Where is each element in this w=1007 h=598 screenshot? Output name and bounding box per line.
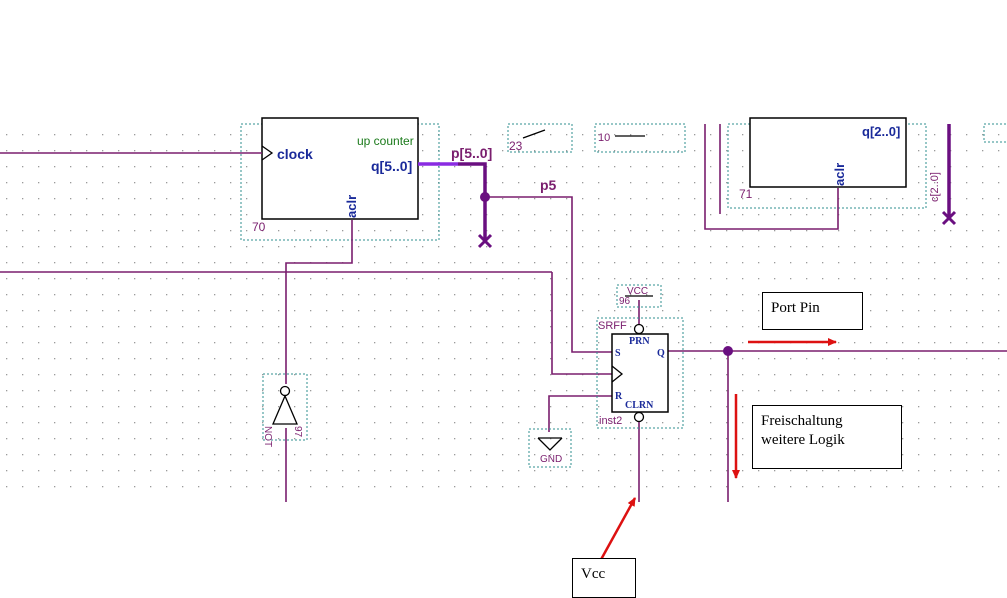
bus-junction-dot [480, 192, 490, 202]
bus-label: p[5..0] [451, 145, 492, 161]
counter-right-output: q[2..0] [862, 124, 900, 139]
fragment-mid-number: 10 [598, 132, 610, 144]
srff-clrn-label: CLRN [625, 400, 654, 411]
bus-p [458, 162, 487, 240]
clock-triangle [261, 145, 274, 161]
top-mid-fragment: 10 [594, 123, 686, 153]
srff-r-label: R [615, 391, 623, 402]
srff-clock-triangle [611, 365, 624, 383]
inverter-instance-number: 97 [292, 426, 303, 438]
counter-title: up counter [357, 134, 414, 148]
buses [418, 124, 951, 240]
inverter-block: NOT 97 [262, 373, 308, 447]
vcc-note-text: Vcc [581, 566, 606, 582]
freischaltung-line-2: weitere Logik [761, 432, 845, 448]
prn-bubble [633, 323, 645, 335]
srff-title: SRFF [598, 320, 627, 332]
counter-dotted-frame [240, 123, 440, 241]
srff-s-label: S [615, 348, 621, 359]
r-to-gnd-wire [548, 395, 612, 432]
aclr-to-inverter-wire [285, 220, 353, 384]
right-vertical-bus-label: c[2..0] [929, 172, 941, 202]
vcc-symbol: VCC 96 [616, 284, 662, 308]
counter-output-label: q[5..0] [371, 158, 412, 174]
up-counter-block: up counter clock q[5..0] aclr 70 [240, 117, 440, 241]
srff-prn-label: PRN [629, 336, 650, 347]
tap-label: p5 [540, 177, 557, 193]
vcc-note-annotation: Vcc [572, 558, 636, 598]
bus-end-marker [477, 233, 493, 249]
counter-aclr-label: aclr [344, 195, 359, 218]
srff-q-label: Q [657, 348, 665, 359]
reset-wire-to-s-r [551, 272, 612, 375]
wires [0, 124, 1007, 502]
annotation-arrows [596, 338, 837, 566]
vcc-symbol-label: VCC [627, 286, 648, 297]
srff-dotted-frame [596, 317, 684, 429]
right-counter-loop-wire [704, 124, 839, 230]
counter-right-block: q[2..0] aclr 71 c[2..0] [727, 117, 1007, 209]
q-junction-dot [723, 346, 733, 356]
vcc-note-arrow [596, 497, 637, 566]
port-pin-annotation: Port Pin [762, 292, 863, 330]
gnd-label: GND [540, 454, 562, 465]
srff-instance-name: inst2 [599, 415, 622, 427]
inverter-bubble [279, 385, 291, 397]
counter-instance-number: 70 [252, 220, 266, 234]
inverter-triangle [272, 394, 298, 425]
clrn-bubble [633, 411, 645, 423]
p5-wire [485, 196, 612, 353]
freischaltung-annotation: Freischaltung weitere Logik [752, 405, 902, 469]
gnd-symbol: GND [528, 428, 572, 468]
counter-body [261, 117, 419, 220]
top-left-fragment: 23 [507, 123, 573, 153]
port-pin-text: Port Pin [771, 300, 820, 316]
counter-right-instance: 71 [739, 187, 753, 201]
clock-pin-label: clock [277, 146, 313, 162]
srff-block: SRFF PRN S Q R CLRN inst2 [596, 317, 684, 429]
inverter-type-label: NOT [262, 426, 273, 447]
counter-right-aclr-label: aclr [832, 163, 847, 186]
freischaltung-line-1: Freischaltung [761, 413, 843, 429]
vcc-instance-number: 96 [619, 296, 631, 307]
fragment-left-number: 23 [509, 139, 523, 153]
bus-end-marker-right [941, 210, 957, 226]
